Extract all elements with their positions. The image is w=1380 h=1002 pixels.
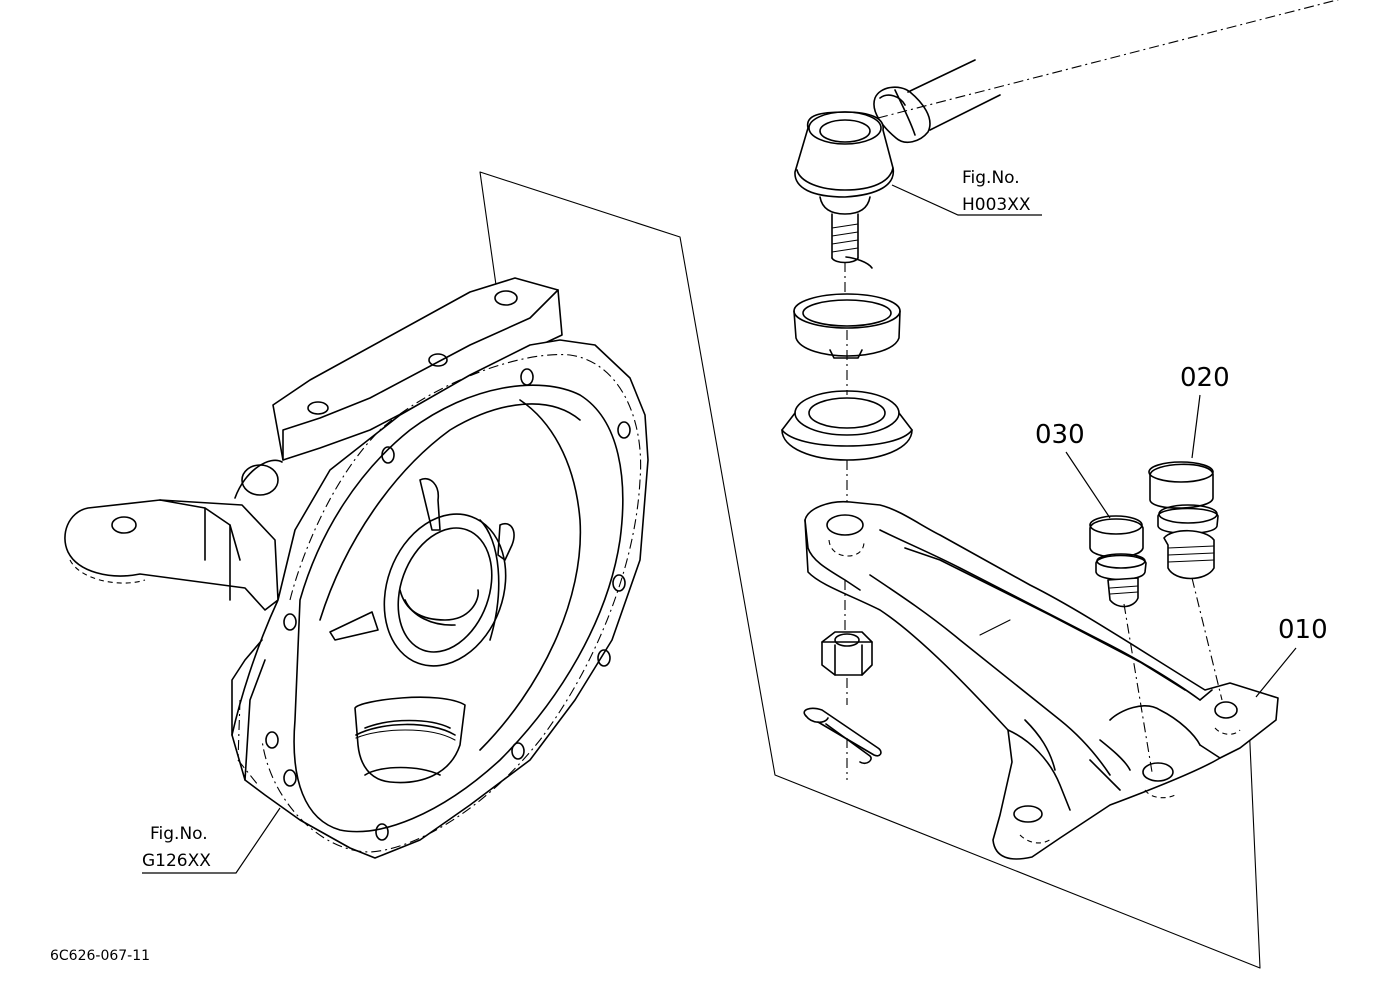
steering-arm (804, 500, 1279, 860)
callout-030: 030 (1035, 420, 1085, 450)
fig-ref-g126-line1: Fig.No. (150, 824, 208, 844)
bolt-020 (1148, 461, 1223, 701)
leader-lines (142, 184, 1297, 874)
assembly-boundary-lines (479, 171, 1261, 969)
bolt-030 (1089, 515, 1153, 773)
drawing-code: 6C626-067-11 (50, 948, 150, 964)
fig-ref-h003-line1: Fig.No. (962, 168, 1020, 188)
knuckle-housing (64, 277, 649, 859)
castle-nut (821, 631, 873, 705)
figure-ref-h003: Fig.No. H003XX (962, 168, 1031, 215)
callout-020: 020 (1180, 363, 1230, 393)
callout-010: 010 (1278, 615, 1328, 645)
fig-ref-h003-line2: H003XX (962, 195, 1031, 215)
cotter-pin (803, 707, 882, 780)
figure-ref-g126: Fig.No. G126XX (142, 824, 211, 871)
dust-cover (781, 390, 913, 510)
tie-rod-shaft (873, 0, 1340, 144)
seal-ring (793, 293, 901, 395)
fig-ref-g126-line2: G126XX (142, 851, 211, 871)
tie-rod-end (794, 111, 895, 295)
